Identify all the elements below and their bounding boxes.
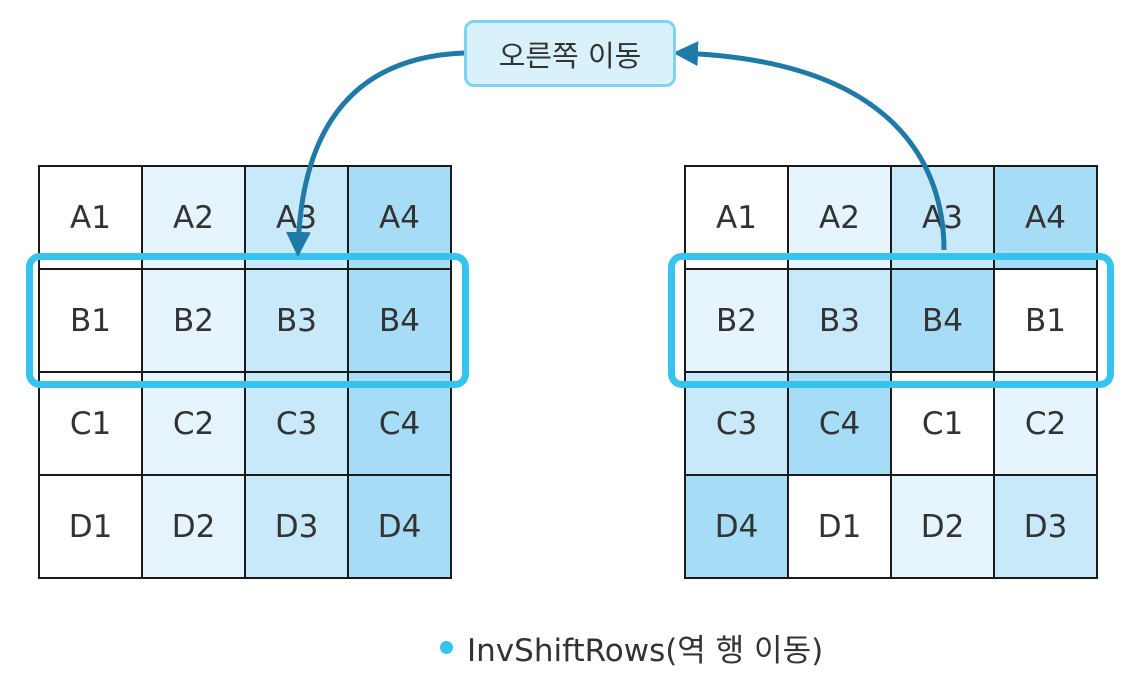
matrix-cell: C4 [789,373,892,476]
matrix-cell: D3 [246,476,349,579]
matrix-cell: D4 [349,476,452,579]
matrix-cell: B3 [246,270,349,373]
matrix-cell: D4 [686,476,789,579]
matrix-cell: C3 [246,373,349,476]
matrix-cell: D1 [789,476,892,579]
matrix-cell: D2 [143,476,246,579]
matrix-cell: B2 [143,270,246,373]
matrix-cell: D2 [892,476,995,579]
matrix-cell: B3 [789,270,892,373]
figure-caption: InvShiftRows(역 행 이동) [440,622,823,672]
matrix-cell: A1 [40,167,143,270]
matrix-cell: C2 [995,373,1098,476]
bullet-icon [440,640,453,654]
matrix-cell: B1 [40,270,143,373]
matrix-cell: D3 [995,476,1098,579]
matrix-cell: C1 [892,373,995,476]
matrix-cell: D1 [40,476,143,579]
matrix-cell: C1 [40,373,143,476]
matrix-cell: B2 [686,270,789,373]
shift-direction-label: 오른쪽 이동 [464,20,676,87]
row-highlight-before [26,253,469,388]
matrix-cell: C2 [143,373,246,476]
matrix-cell: B4 [892,270,995,373]
caption-text: InvShiftRows(역 행 이동) [467,632,824,669]
row-highlight-after [668,253,1114,388]
matrix-cell: B1 [995,270,1098,373]
matrix-cell: C4 [349,373,452,476]
matrix-cell: A2 [143,167,246,270]
matrix-cell: B4 [349,270,452,373]
matrix-cell: A4 [995,167,1098,270]
matrix-cell: C3 [686,373,789,476]
